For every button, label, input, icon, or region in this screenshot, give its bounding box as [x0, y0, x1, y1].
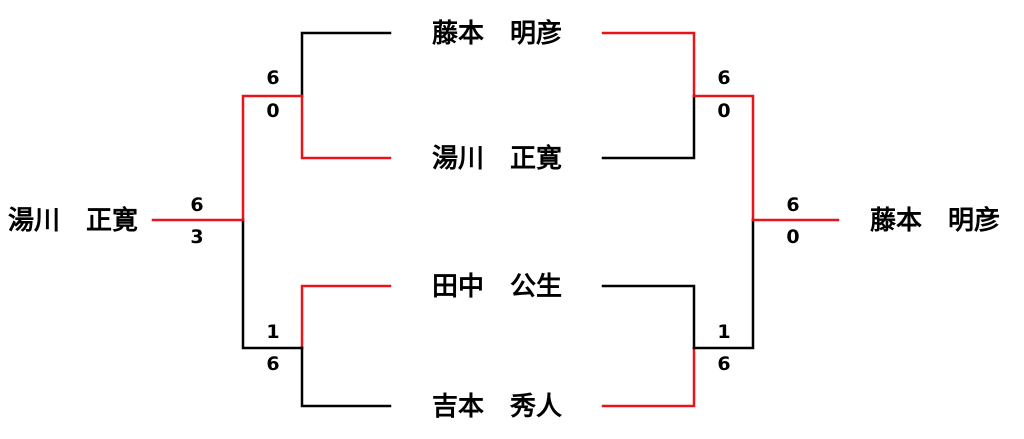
- right-champion-name: 藤本 明彦: [870, 205, 1000, 236]
- left-bracket-line-p3: [300, 284, 392, 350]
- right-bracket-line-semi-lower: [692, 218, 755, 350]
- right-bracket-line-p3: [601, 284, 696, 350]
- left-bracket-line-p4: [300, 346, 392, 408]
- right-bracket-line-p2: [601, 94, 696, 160]
- player-name-p2: 湯川 正寛: [432, 143, 562, 174]
- left-semi-upper-score-bottom: 0: [266, 100, 279, 122]
- left-bracket-line-p2: [300, 94, 392, 160]
- player-name-p1: 藤本 明彦: [432, 18, 562, 49]
- player-name-p3: 田中 公生: [432, 272, 562, 302]
- left-semi-lower-score-top: 1: [266, 321, 279, 343]
- right-final-score-bottom: 0: [786, 226, 799, 248]
- right-final-score-top: 6: [786, 194, 799, 216]
- left-semi-lower-score-bottom: 6: [266, 353, 279, 375]
- right-bracket-line-p4: [601, 346, 696, 408]
- left-bracket-line-semi-lower: [241, 218, 304, 350]
- right-bracket-line-p1: [601, 31, 696, 98]
- right-semi-lower-score-bottom: 6: [717, 353, 730, 375]
- player-name-p4: 吉本 秀人: [432, 392, 562, 422]
- left-bracket-line-semi-upper: [241, 94, 304, 222]
- right-bracket-line-semi-upper: [692, 94, 755, 222]
- left-bracket-line-p1: [300, 31, 392, 98]
- right-semi-upper-score-top: 6: [717, 67, 730, 89]
- left-champion-name: 湯川 正寛: [8, 205, 138, 236]
- left-final-score-bottom: 3: [190, 226, 203, 248]
- left-final-score-top: 6: [190, 194, 203, 216]
- right-semi-upper-score-bottom: 0: [717, 100, 730, 122]
- right-semi-lower-score-top: 1: [717, 321, 730, 343]
- left-semi-upper-score-top: 6: [266, 67, 279, 89]
